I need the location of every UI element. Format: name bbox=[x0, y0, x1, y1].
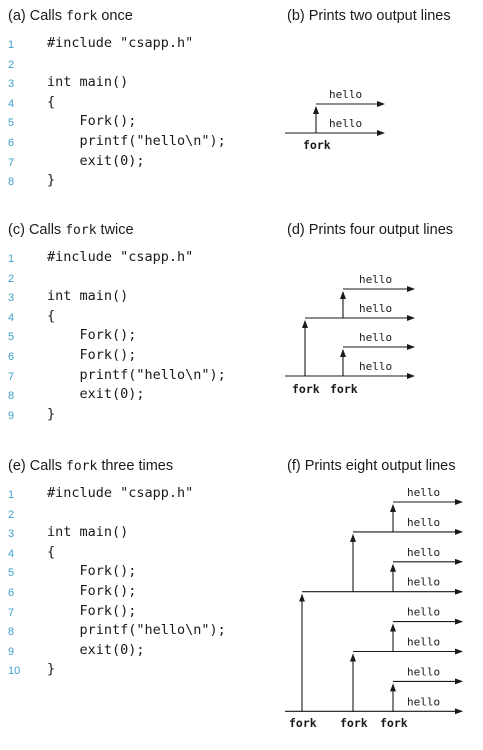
caption-code: fork bbox=[66, 9, 98, 24]
line-number: 5 bbox=[8, 117, 15, 130]
code-line: exit(0); bbox=[47, 641, 145, 658]
hello-label: hello bbox=[359, 360, 392, 373]
line-number: 7 bbox=[8, 370, 15, 383]
hello-label: hello bbox=[407, 546, 440, 559]
caption-letter: (c) bbox=[8, 222, 25, 238]
code-line: Fork(); bbox=[47, 602, 137, 619]
line-number: 8 bbox=[8, 626, 15, 639]
line-number: 2 bbox=[8, 58, 15, 71]
line-number: 6 bbox=[8, 351, 15, 363]
code-line: { bbox=[47, 93, 56, 110]
line-number: 2 bbox=[8, 508, 15, 521]
line-number: 9 bbox=[8, 409, 15, 422]
code-line: printf("hello\n"); bbox=[47, 366, 226, 383]
hello-label: hello bbox=[329, 88, 362, 101]
caption-text: once bbox=[97, 8, 133, 24]
line-number: 4 bbox=[8, 311, 15, 324]
code-line: } bbox=[47, 405, 56, 422]
code-line: int main() bbox=[47, 288, 129, 305]
line-number: 3 bbox=[8, 528, 15, 541]
graph-f: hello hello hello hello hello hello hello hello… bbox=[285, 486, 463, 730]
line-number: 8 bbox=[8, 390, 15, 403]
code-line: Fork(); bbox=[47, 347, 137, 363]
caption-letter: (e) bbox=[8, 458, 26, 474]
code-line: { bbox=[47, 307, 56, 324]
code-line: int main() bbox=[47, 74, 129, 91]
fork-label: fork bbox=[380, 716, 408, 730]
fork-label: fork bbox=[292, 382, 320, 396]
fork-label: fork bbox=[289, 716, 317, 730]
caption-d: (d) Prints four output lines bbox=[287, 222, 454, 238]
caption-letter: (a) bbox=[8, 8, 26, 24]
hello-label: hello bbox=[407, 665, 440, 678]
fork-label: fork bbox=[340, 716, 368, 730]
caption-text: Calls bbox=[29, 458, 67, 474]
hello-label: hello bbox=[407, 516, 440, 529]
caption-e: (e) Calls fork three times bbox=[8, 458, 173, 474]
line-number: 8 bbox=[8, 176, 15, 189]
code-line: #include "csapp.h" bbox=[47, 35, 194, 51]
caption-code: fork bbox=[66, 459, 98, 474]
hello-label: hello bbox=[407, 486, 440, 499]
line-number: 7 bbox=[8, 156, 15, 169]
code-line: exit(0); bbox=[47, 386, 145, 403]
line-number: 6 bbox=[8, 587, 15, 599]
code-line: #include "csapp.h" bbox=[47, 485, 194, 501]
hello-label: hello bbox=[407, 695, 440, 708]
code-line: { bbox=[47, 543, 56, 560]
fork-label: fork bbox=[330, 382, 358, 396]
code-line: printf("hello\n"); bbox=[47, 133, 226, 149]
caption-f: (f) Prints eight output lines bbox=[287, 458, 456, 474]
hello-label: hello bbox=[359, 273, 392, 286]
caption-b: (b) Prints two output lines bbox=[287, 8, 451, 24]
caption-text: Calls bbox=[28, 222, 66, 238]
code-line: exit(0); bbox=[47, 152, 145, 169]
line-number: 7 bbox=[8, 606, 15, 619]
code-line: Fork(); bbox=[47, 113, 137, 130]
caption-code: fork bbox=[65, 223, 97, 238]
code-line: printf("hello\n"); bbox=[47, 622, 226, 639]
line-number: 4 bbox=[8, 547, 15, 560]
line-number: 5 bbox=[8, 567, 15, 580]
hello-label: hello bbox=[329, 117, 362, 130]
hello-label: hello bbox=[407, 636, 440, 649]
line-number: 6 bbox=[8, 137, 15, 149]
line-number: 3 bbox=[8, 292, 15, 305]
code-line: Fork(); bbox=[47, 563, 137, 580]
line-number: 1 bbox=[8, 253, 15, 265]
code-line: #include "csapp.h" bbox=[47, 249, 194, 265]
hello-label: hello bbox=[407, 576, 440, 589]
caption-text: twice bbox=[96, 222, 134, 238]
hello-label: hello bbox=[359, 302, 392, 315]
hello-label: hello bbox=[359, 331, 392, 344]
line-number: 1 bbox=[8, 489, 15, 501]
caption-text: Calls bbox=[29, 8, 67, 24]
caption-text: three times bbox=[97, 458, 174, 474]
line-number: 4 bbox=[8, 97, 15, 110]
code-line: } bbox=[47, 661, 56, 678]
line-number: 3 bbox=[8, 78, 15, 91]
caption-c: (c) Calls fork twice bbox=[8, 222, 134, 238]
code-line: int main() bbox=[47, 524, 129, 541]
line-number: 5 bbox=[8, 331, 15, 344]
line-number: 2 bbox=[8, 272, 15, 285]
code-line: Fork(); bbox=[47, 583, 137, 599]
code-line: Fork(); bbox=[47, 327, 137, 344]
fork-label: fork bbox=[303, 138, 331, 152]
hello-label: hello bbox=[407, 606, 440, 619]
line-number: 10 bbox=[8, 665, 21, 678]
line-number: 1 bbox=[8, 39, 15, 51]
line-number: 9 bbox=[8, 645, 15, 658]
caption-a: (a) Calls fork once bbox=[8, 8, 133, 24]
code-line: } bbox=[47, 172, 56, 189]
graph-b: hello hello fork bbox=[285, 88, 385, 152]
